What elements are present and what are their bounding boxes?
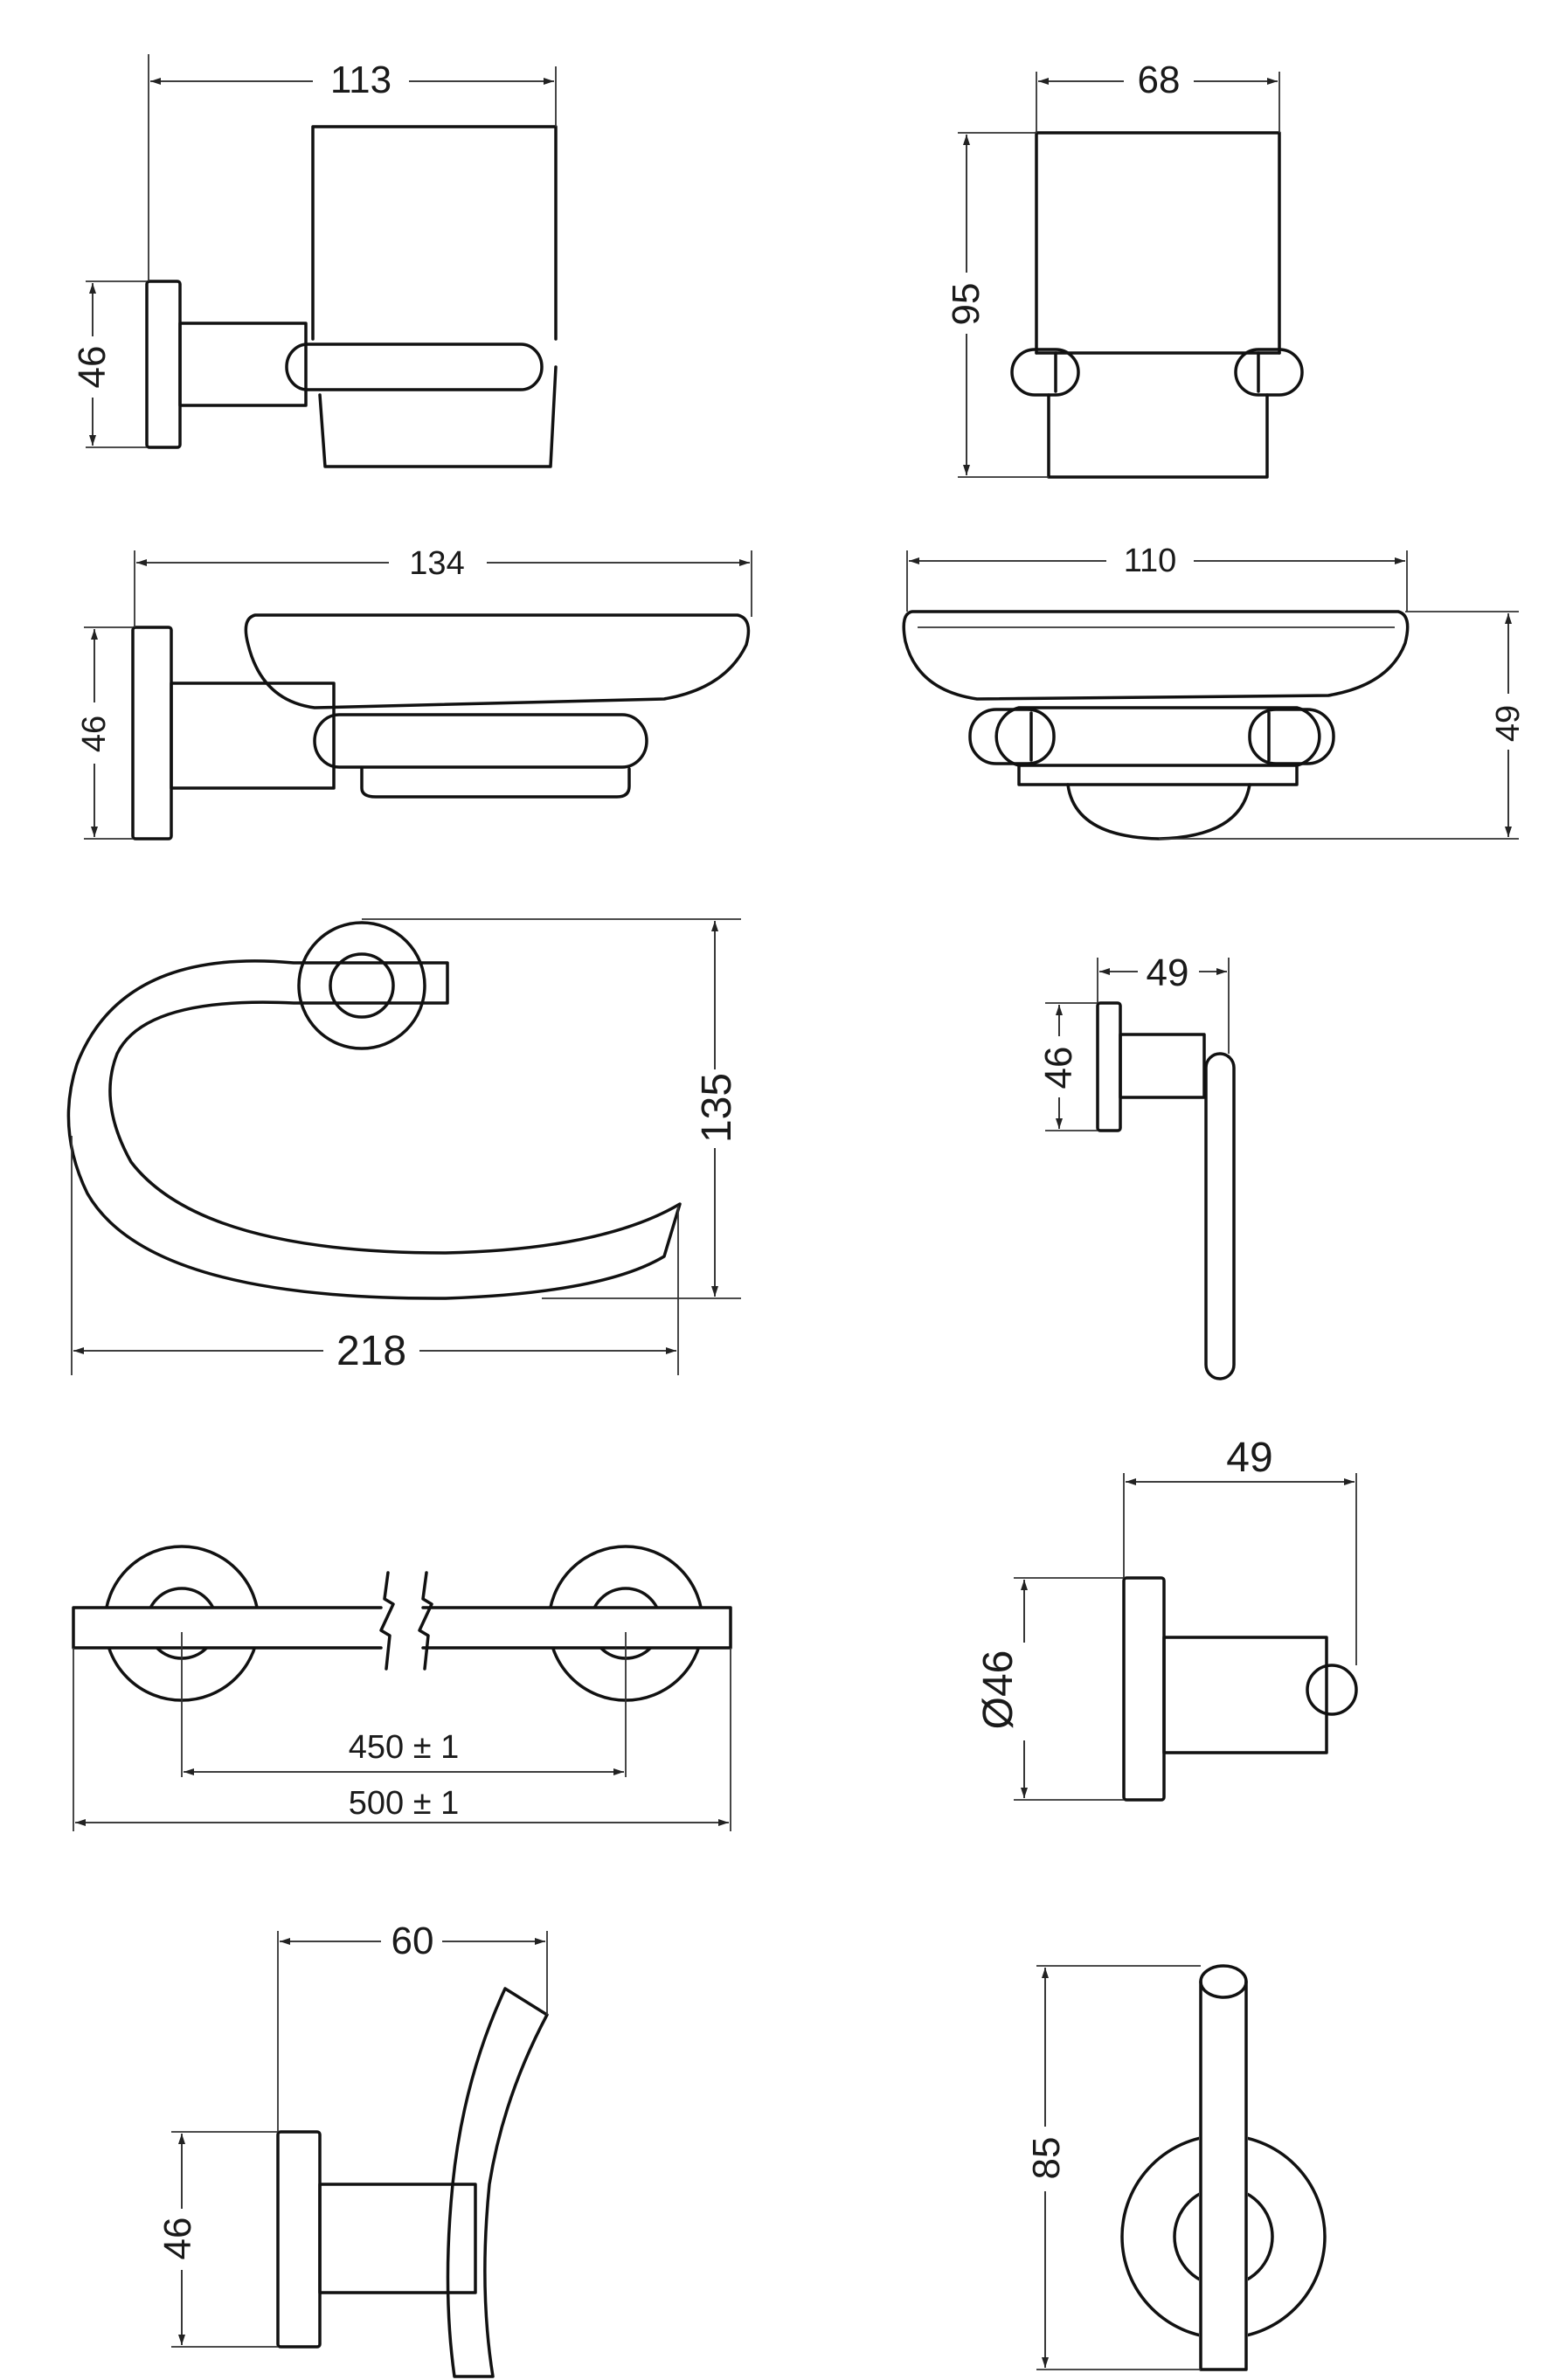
arm <box>178 322 308 407</box>
rosette-outer <box>297 921 426 1050</box>
holder-peg-left <box>1010 348 1080 397</box>
towel-bar-side-view: 49 Ø46 <box>975 1435 1358 1802</box>
robe-hook-side-view: 60 46 <box>156 1917 549 2378</box>
dim-135: 135 <box>694 1073 740 1143</box>
soap-dish-side-view: 134 46 <box>70 540 752 841</box>
dim-60: 60 <box>392 1920 434 1962</box>
holder-peg-right <box>1248 708 1335 765</box>
robe-hook-front-view: 85 <box>1024 1962 1327 2375</box>
towel-ring-side-view: 49 46 <box>1037 949 1236 1380</box>
wall-plate <box>1122 1576 1166 1802</box>
arm <box>318 2183 477 2294</box>
dish-holder-ring <box>313 713 648 769</box>
arm <box>170 681 336 790</box>
break-line-right <box>418 1571 433 1671</box>
dim-110: 110 <box>1124 543 1177 579</box>
glass-holder-front-view: 68 95 <box>940 56 1304 479</box>
glass-cup-bottom <box>1047 393 1269 479</box>
hook <box>446 1987 549 2378</box>
dim-113: 113 <box>330 59 392 101</box>
dim-450: 450 ± 1 <box>349 1729 460 1766</box>
holder-peg-right <box>1234 348 1304 397</box>
dim-500: 500 ± 1 <box>349 1785 460 1822</box>
arm <box>1119 1033 1206 1099</box>
arm <box>1162 1636 1328 1754</box>
dim-46: 46 <box>71 346 114 389</box>
dim-46: 46 <box>76 716 113 752</box>
dim-d46: Ø46 <box>975 1650 1022 1730</box>
glass-holder-side-view: 113 46 <box>66 54 558 468</box>
holder-peg-left <box>968 708 1056 765</box>
dish-base-rim <box>1017 764 1299 786</box>
towel-ring-arc <box>66 959 682 1300</box>
hook-tip <box>1199 1964 1248 1999</box>
wall-plate <box>131 626 173 841</box>
soap-dish-bowl <box>902 610 1410 701</box>
glass-cup <box>311 125 558 468</box>
dim-95: 95 <box>945 283 987 326</box>
soap-dish-front-view: 110 49 <box>902 538 1529 841</box>
dim-49: 49 <box>1147 951 1189 994</box>
towel-ring-front-view: 135 218 <box>66 918 741 1375</box>
glass-cup-top <box>1035 131 1281 355</box>
dim-49: 49 <box>1226 1435 1272 1481</box>
dim-68: 68 <box>1138 59 1181 101</box>
bar-section <box>1306 1664 1358 1716</box>
dim-46: 46 <box>1037 1047 1080 1090</box>
wall-plate <box>1096 1001 1122 1132</box>
dim-134: 134 <box>409 545 464 582</box>
soap-dish-bowl <box>244 613 751 709</box>
rosette-inner <box>329 952 395 1019</box>
wall-plate <box>276 2130 322 2349</box>
wall-plate <box>145 280 182 449</box>
break-line-left <box>379 1571 395 1671</box>
ring-section <box>1204 1052 1236 1380</box>
dim-218: 218 <box>336 1328 406 1374</box>
dish-base <box>360 767 631 799</box>
dish-base-dome <box>1066 783 1251 841</box>
dim-46: 46 <box>156 2217 199 2260</box>
holder-ring <box>285 342 544 391</box>
towel-bar-front-view: 450 ± 1 500 ± 1 <box>72 1545 732 1831</box>
dim-49: 49 <box>1490 705 1527 742</box>
dim-85: 85 <box>1025 2137 1068 2180</box>
hook-stem <box>1199 1980 1248 2371</box>
